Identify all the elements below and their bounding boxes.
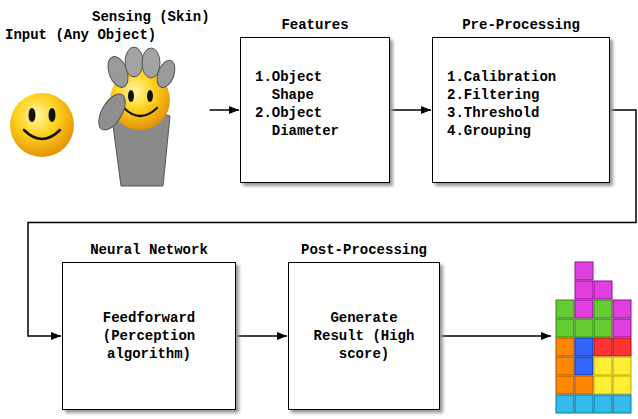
flow-arrow	[236, 335, 287, 337]
list-item: 1.Calibration	[447, 68, 556, 86]
box-heading: Neural Network	[90, 241, 208, 259]
list-item: 3.Threshold	[447, 104, 556, 122]
box-heading: Features	[281, 16, 348, 34]
sensing-skin: Sensing (Skin)	[92, 8, 210, 186]
process-box: Pre-Processing1.Calibration2.Filtering3.…	[432, 37, 610, 183]
smiley-object	[10, 93, 74, 157]
tetris-blocks	[556, 262, 631, 413]
list-item: 2.Filtering	[447, 86, 556, 104]
flow-arrow	[210, 109, 239, 111]
list-item: 4.Grouping	[447, 122, 556, 140]
box-body: 1.Object Shape2.Object Diameter	[255, 68, 345, 140]
flow-arrow	[390, 109, 431, 111]
picture-heading: Input (Any Object)	[5, 26, 156, 44]
list-item: 2.Object Diameter	[255, 104, 345, 140]
box-body: Generate Result (High score)	[308, 309, 420, 363]
box-body: 1.Calibration2.Filtering3.Threshold4.Gro…	[447, 68, 556, 140]
box-text: Feedforward (Perception algorithm)	[93, 309, 205, 363]
process-box: Neural NetworkFeedforward (Perception al…	[62, 262, 236, 410]
box-heading: Post-Processing	[301, 241, 427, 259]
input-object: Input (Any Object)	[5, 26, 156, 166]
list-item: 1.Object Shape	[255, 68, 345, 104]
process-box: Post-ProcessingGenerate Result (High sco…	[288, 262, 440, 410]
process-box: Features1.Object Shape2.Object Diameter	[240, 37, 390, 183]
box-body: Feedforward (Perception algorithm)	[93, 309, 205, 363]
hand-sensing	[93, 47, 178, 186]
picture-heading: Sensing (Skin)	[92, 8, 210, 26]
box-text: Generate Result (High score)	[308, 309, 420, 363]
output-arrow	[441, 335, 551, 337]
box-heading: Pre-Processing	[462, 16, 580, 34]
